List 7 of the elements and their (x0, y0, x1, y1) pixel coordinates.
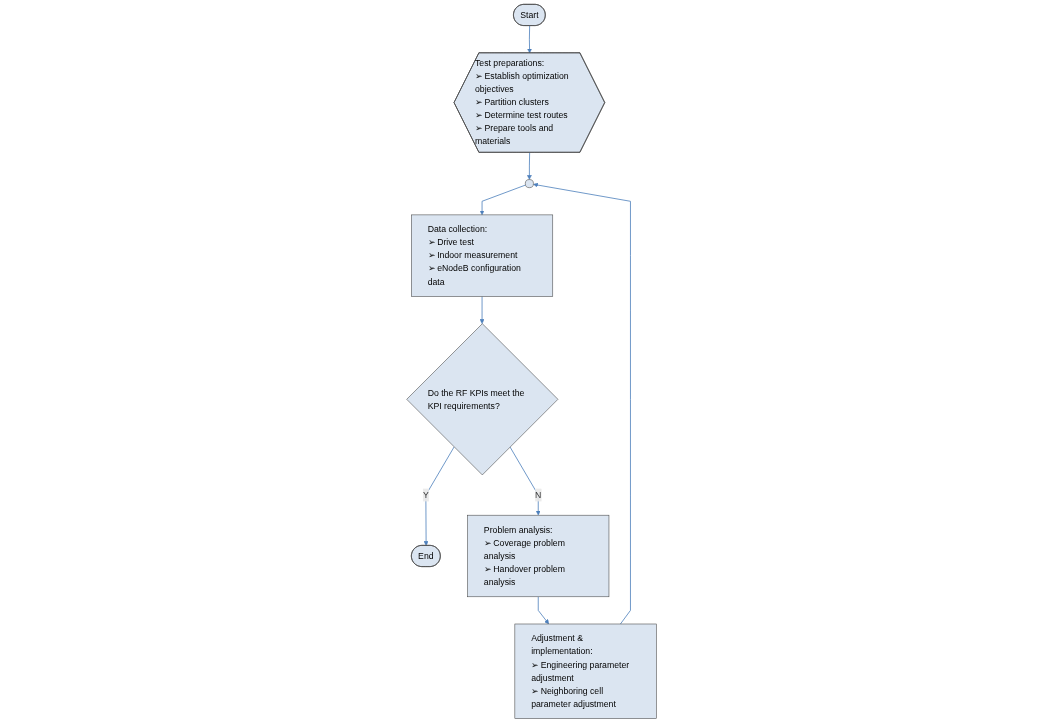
edge-label: N (535, 490, 542, 500)
node-circle (525, 179, 534, 188)
node-box: Data collection: ➢ Drive test ➢ Indoor measurement ➢ eNodeB configuration data (411, 214, 554, 297)
edge-label: Y (422, 490, 429, 500)
node-box: Adjustment & implementation: ➢ Engineering parameter adjustment ➢ Neighboring cell parameter adjustment (514, 623, 657, 719)
node-diamond: Do the RF KPIs meet the KPI requirements? (406, 323, 559, 476)
node-box: Problem analysis: ➢ Coverage problem analysis ➢ Handover problem analysis (467, 514, 610, 598)
